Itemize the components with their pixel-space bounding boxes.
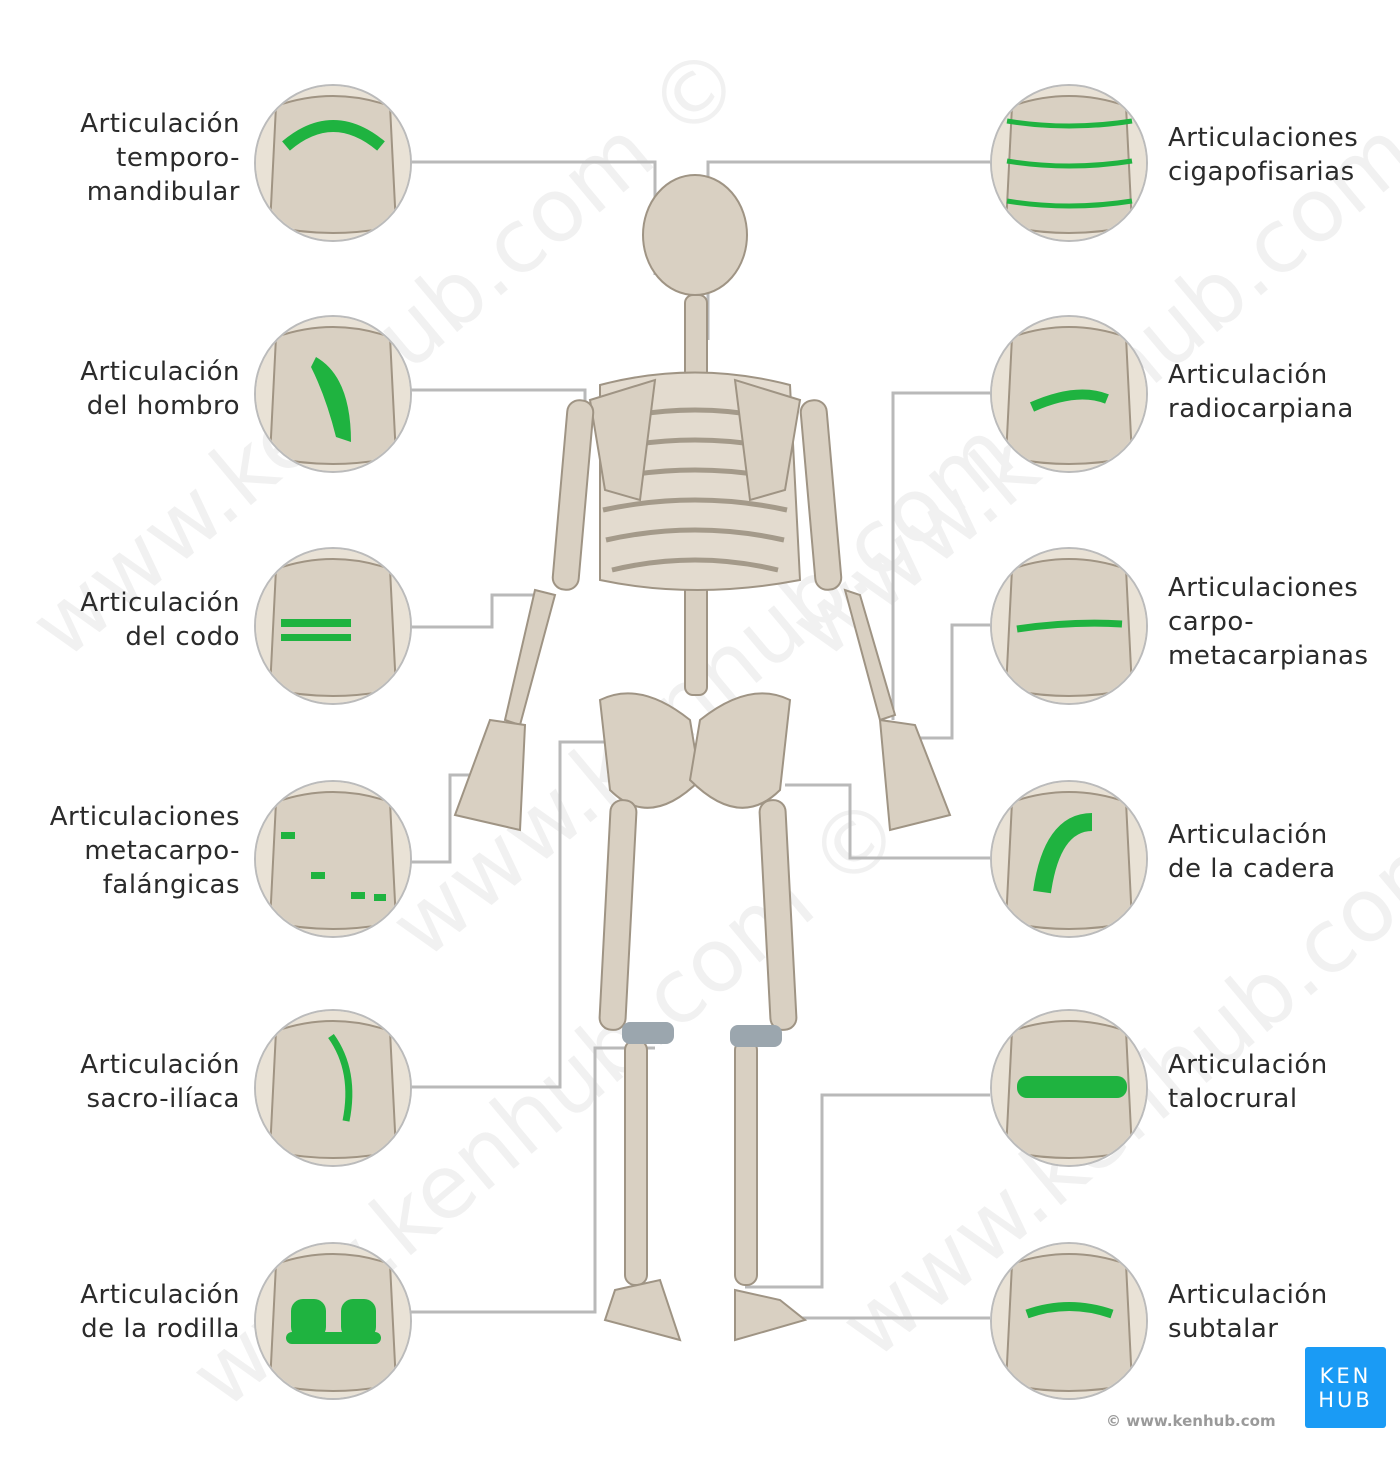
detail-hip <box>990 780 1148 938</box>
detail-knee <box>254 1242 412 1400</box>
detail-talocrural <box>990 1009 1148 1167</box>
detail-metacarpophalangeal <box>254 780 412 938</box>
detail-temporomandibular <box>254 84 412 242</box>
detail-shoulder <box>254 315 412 473</box>
detail-sacroiliac <box>254 1009 412 1167</box>
detail-carpometacarpal <box>990 547 1148 705</box>
detail-radiocarpal <box>990 315 1148 473</box>
connector-lines <box>410 160 990 1320</box>
detail-subtalar <box>990 1242 1148 1400</box>
copyright: © www.kenhub.com <box>1106 1412 1276 1430</box>
detail-zygapophyseal <box>990 84 1148 242</box>
detail-elbow <box>254 547 412 705</box>
